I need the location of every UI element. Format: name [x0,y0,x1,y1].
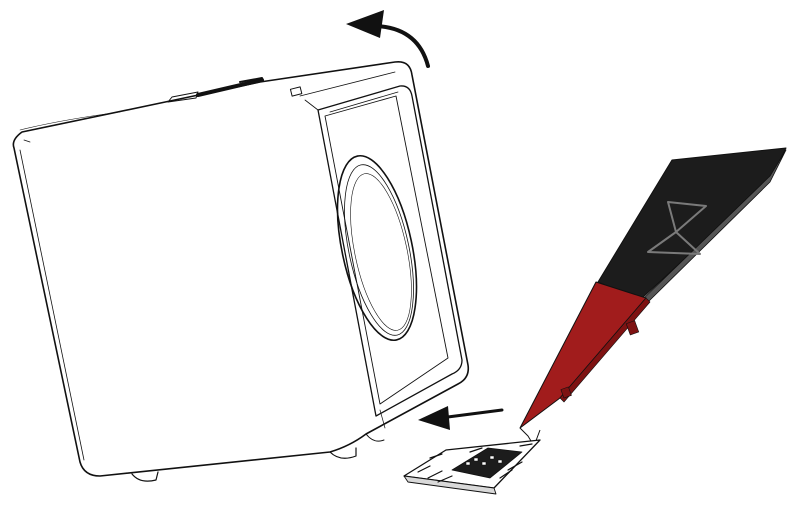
base-plate [404,440,540,494]
rotate-arrow-icon [346,10,428,66]
red-panel [520,282,646,428]
dark-panel [598,148,786,300]
speaker-cabinet [13,62,468,481]
insert-arrow-icon [418,406,502,430]
accessory-assembly [404,148,786,494]
